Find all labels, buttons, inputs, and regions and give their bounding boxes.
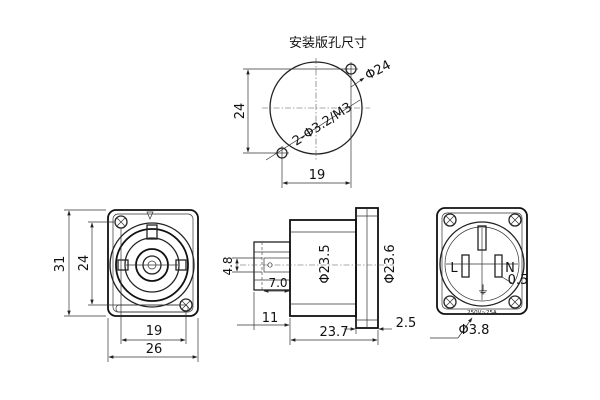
rear-view: L N ⏚ 250V~25A 0.5 Φ3.8: [430, 207, 529, 339]
panel-cutout-view: 安装版孔尺寸 Φ24 2-Φ3.2/M3 24 19: [233, 36, 394, 188]
rear-pin-l-label: L: [450, 261, 458, 276]
cutout-title: 安装版孔尺寸: [289, 36, 367, 51]
front-inner-height-label: 24: [77, 255, 92, 272]
rear-pin-l: [461, 254, 470, 278]
side-flange-diameter-label: Φ23.6: [383, 244, 398, 283]
cutout-height-label: 24: [233, 103, 248, 120]
rear-pin-n: [494, 254, 503, 278]
side-tab-length-label: 7.0: [268, 276, 287, 290]
rear-pin-n-label: N: [505, 261, 515, 276]
cutout-hole-label: 2-Φ3.2/M3: [290, 100, 355, 149]
front-key-tab-top: [146, 224, 158, 240]
front-connector-ring-outer: [109, 222, 195, 308]
front-connector-ring-inner: [124, 237, 180, 293]
side-body-length-label: 23.7: [320, 325, 349, 340]
cutout-phi-label: Φ24: [363, 58, 394, 84]
front-latch-slot: [115, 304, 189, 313]
side-small-height-label: 4.8: [221, 256, 235, 275]
side-rear-length-label: 11: [262, 311, 279, 326]
rear-screw-bottom-right: [508, 295, 522, 309]
cutout-phi-leader: [350, 77, 365, 88]
front-housing-outer: [107, 209, 199, 317]
rear-pin-diameter-label: Φ3.8: [459, 323, 490, 338]
cutout-hole-leader: [265, 99, 361, 161]
front-view: 31 24 19 26: [53, 209, 199, 362]
rear-housing-outer: [436, 207, 528, 315]
rear-connector-ring: [439, 221, 525, 307]
front-orientation-mark: [146, 211, 154, 220]
side-view: 4.8 7.0 Φ23.5 Φ23.6 11 23.7 2.5: [221, 207, 417, 345]
rear-screw-top-left: [443, 213, 457, 227]
rear-pin-earth-symbol: ⏚: [477, 283, 489, 297]
front-outer-height-label: 31: [53, 256, 68, 273]
front-inner-width-label: 19: [146, 324, 163, 339]
front-outer-width-label: 26: [146, 342, 163, 357]
rear-screw-bottom-left: [443, 295, 457, 309]
front-screw-top-left: [114, 215, 128, 229]
cutout-width-label: 19: [309, 168, 326, 183]
rear-pin-diameter-leader: [457, 317, 473, 339]
rear-screw-top-right: [508, 213, 522, 227]
rear-pin-gap-label: 0.5: [508, 273, 529, 288]
front-connector-ring-mid: [115, 228, 189, 302]
rear-housing-inner: [441, 212, 523, 310]
rear-rating-marking: 250V~25A: [467, 310, 497, 316]
side-body-diameter-label: Φ23.5: [318, 244, 333, 283]
side-flange-thickness-label: 2.5: [396, 316, 417, 331]
